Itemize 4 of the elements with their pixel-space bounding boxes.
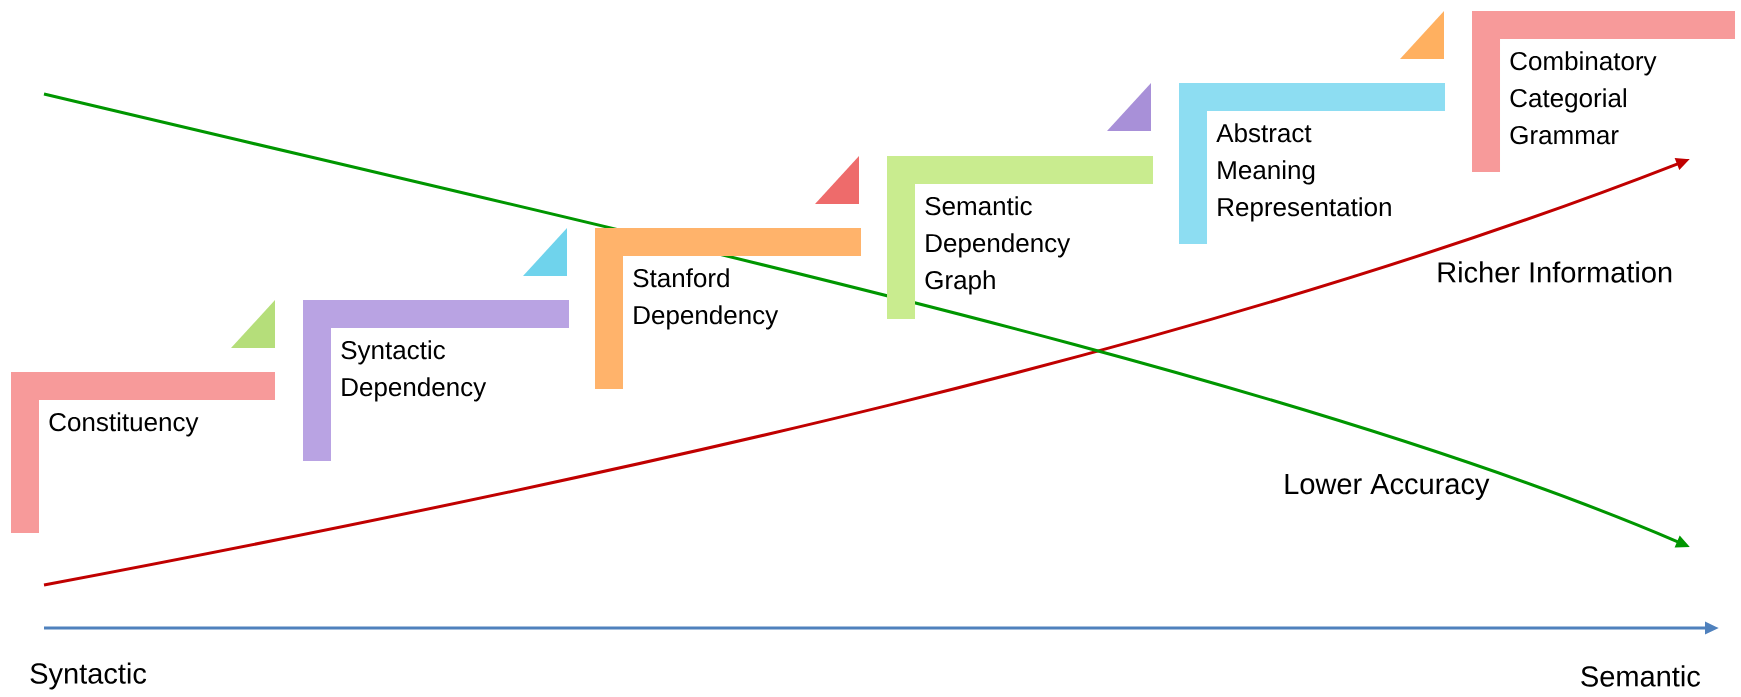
axis-label: Semantic (1581, 665, 1701, 687)
axis-label: Syntactic (30, 662, 147, 690)
trend-label: Lower Accuracy (1285, 474, 1490, 500)
trend-label: Richer Information (1438, 261, 1672, 283)
